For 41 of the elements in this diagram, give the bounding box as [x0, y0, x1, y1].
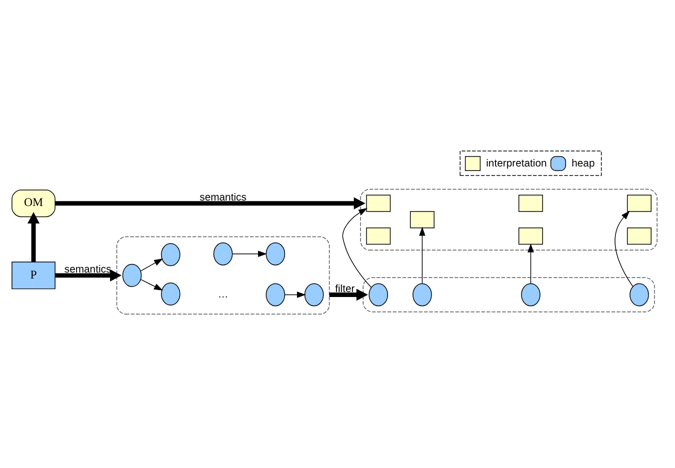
legend-label: interpretation	[486, 158, 547, 170]
cluster	[360, 188, 658, 251]
cluster	[116, 236, 330, 314]
node-circle	[266, 283, 286, 306]
node-circle	[630, 283, 649, 306]
arrow	[284, 292, 306, 298]
arrow	[140, 258, 164, 272]
node-circle	[521, 283, 540, 306]
node-box	[366, 194, 391, 212]
node-box	[410, 211, 434, 228]
node-circle	[266, 242, 286, 266]
arrow	[28, 212, 40, 262]
arrow	[528, 243, 534, 284]
legend-label: heap	[572, 158, 595, 170]
arrow	[232, 250, 267, 257]
node-box: OM	[12, 190, 56, 218]
node-box	[366, 228, 391, 245]
arrow	[342, 208, 372, 288]
node-box: P	[12, 262, 56, 290]
edge-label: filter	[335, 284, 355, 295]
arrow	[140, 279, 163, 291]
arrow	[614, 210, 634, 287]
node-circle	[304, 283, 324, 306]
node-circle	[412, 283, 432, 306]
edge-label: semantics	[200, 192, 246, 204]
label: …	[218, 290, 228, 301]
node-circle	[160, 243, 180, 266]
arrow	[55, 269, 122, 282]
arrow	[329, 288, 368, 301]
node-box	[626, 194, 652, 212]
node-circle	[160, 282, 180, 306]
node-circle	[368, 283, 388, 306]
cluster	[362, 277, 655, 312]
node-box	[626, 228, 652, 245]
arrow	[419, 226, 426, 284]
node-box	[518, 194, 543, 212]
arrow	[55, 197, 366, 210]
edge-label: semantics	[64, 264, 112, 276]
node-circle	[122, 264, 142, 287]
node-circle	[213, 242, 233, 266]
node-box	[518, 228, 543, 245]
